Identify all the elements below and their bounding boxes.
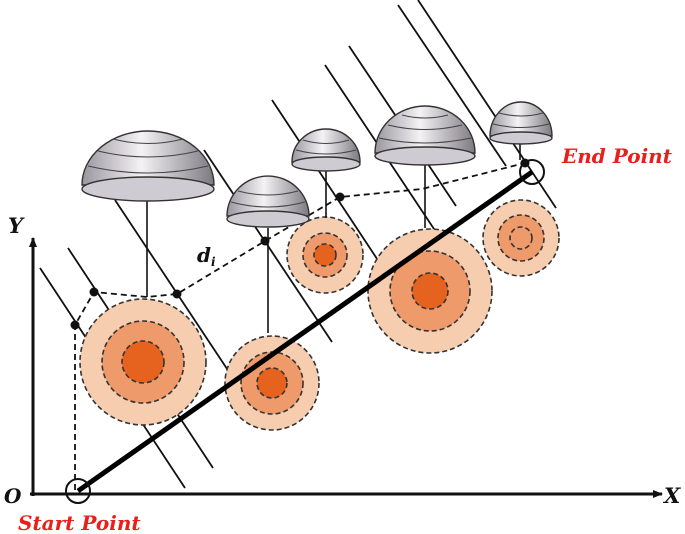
- uncertainty-circle-1: [79, 298, 207, 426]
- start-point-label: Start Point: [18, 511, 141, 534]
- dome-2: [226, 175, 310, 228]
- origin-label: O: [4, 484, 22, 508]
- distance-label: di: [197, 243, 216, 269]
- dome-stems: [146, 142, 521, 333]
- dome-5: [489, 101, 553, 145]
- end-point-label: End Point: [561, 144, 673, 168]
- straight-path-line: [76, 169, 534, 494]
- dome-1: [81, 130, 215, 202]
- waypoint-dots: [70, 158, 530, 330]
- dome-3: [291, 128, 361, 172]
- y-axis-label: Y: [8, 213, 25, 238]
- uncertainty-circle-2: [224, 335, 320, 431]
- end-point-marker: [519, 159, 545, 185]
- start-point-marker: [65, 478, 91, 504]
- uncertainty-circle-4: [367, 228, 493, 354]
- uncertainty-circle-5: [482, 199, 560, 277]
- dashed-route: [74, 162, 526, 490]
- uncertainty-circle-3: [286, 216, 364, 294]
- x-axis-label: X: [662, 483, 681, 508]
- dome-4: [374, 105, 476, 166]
